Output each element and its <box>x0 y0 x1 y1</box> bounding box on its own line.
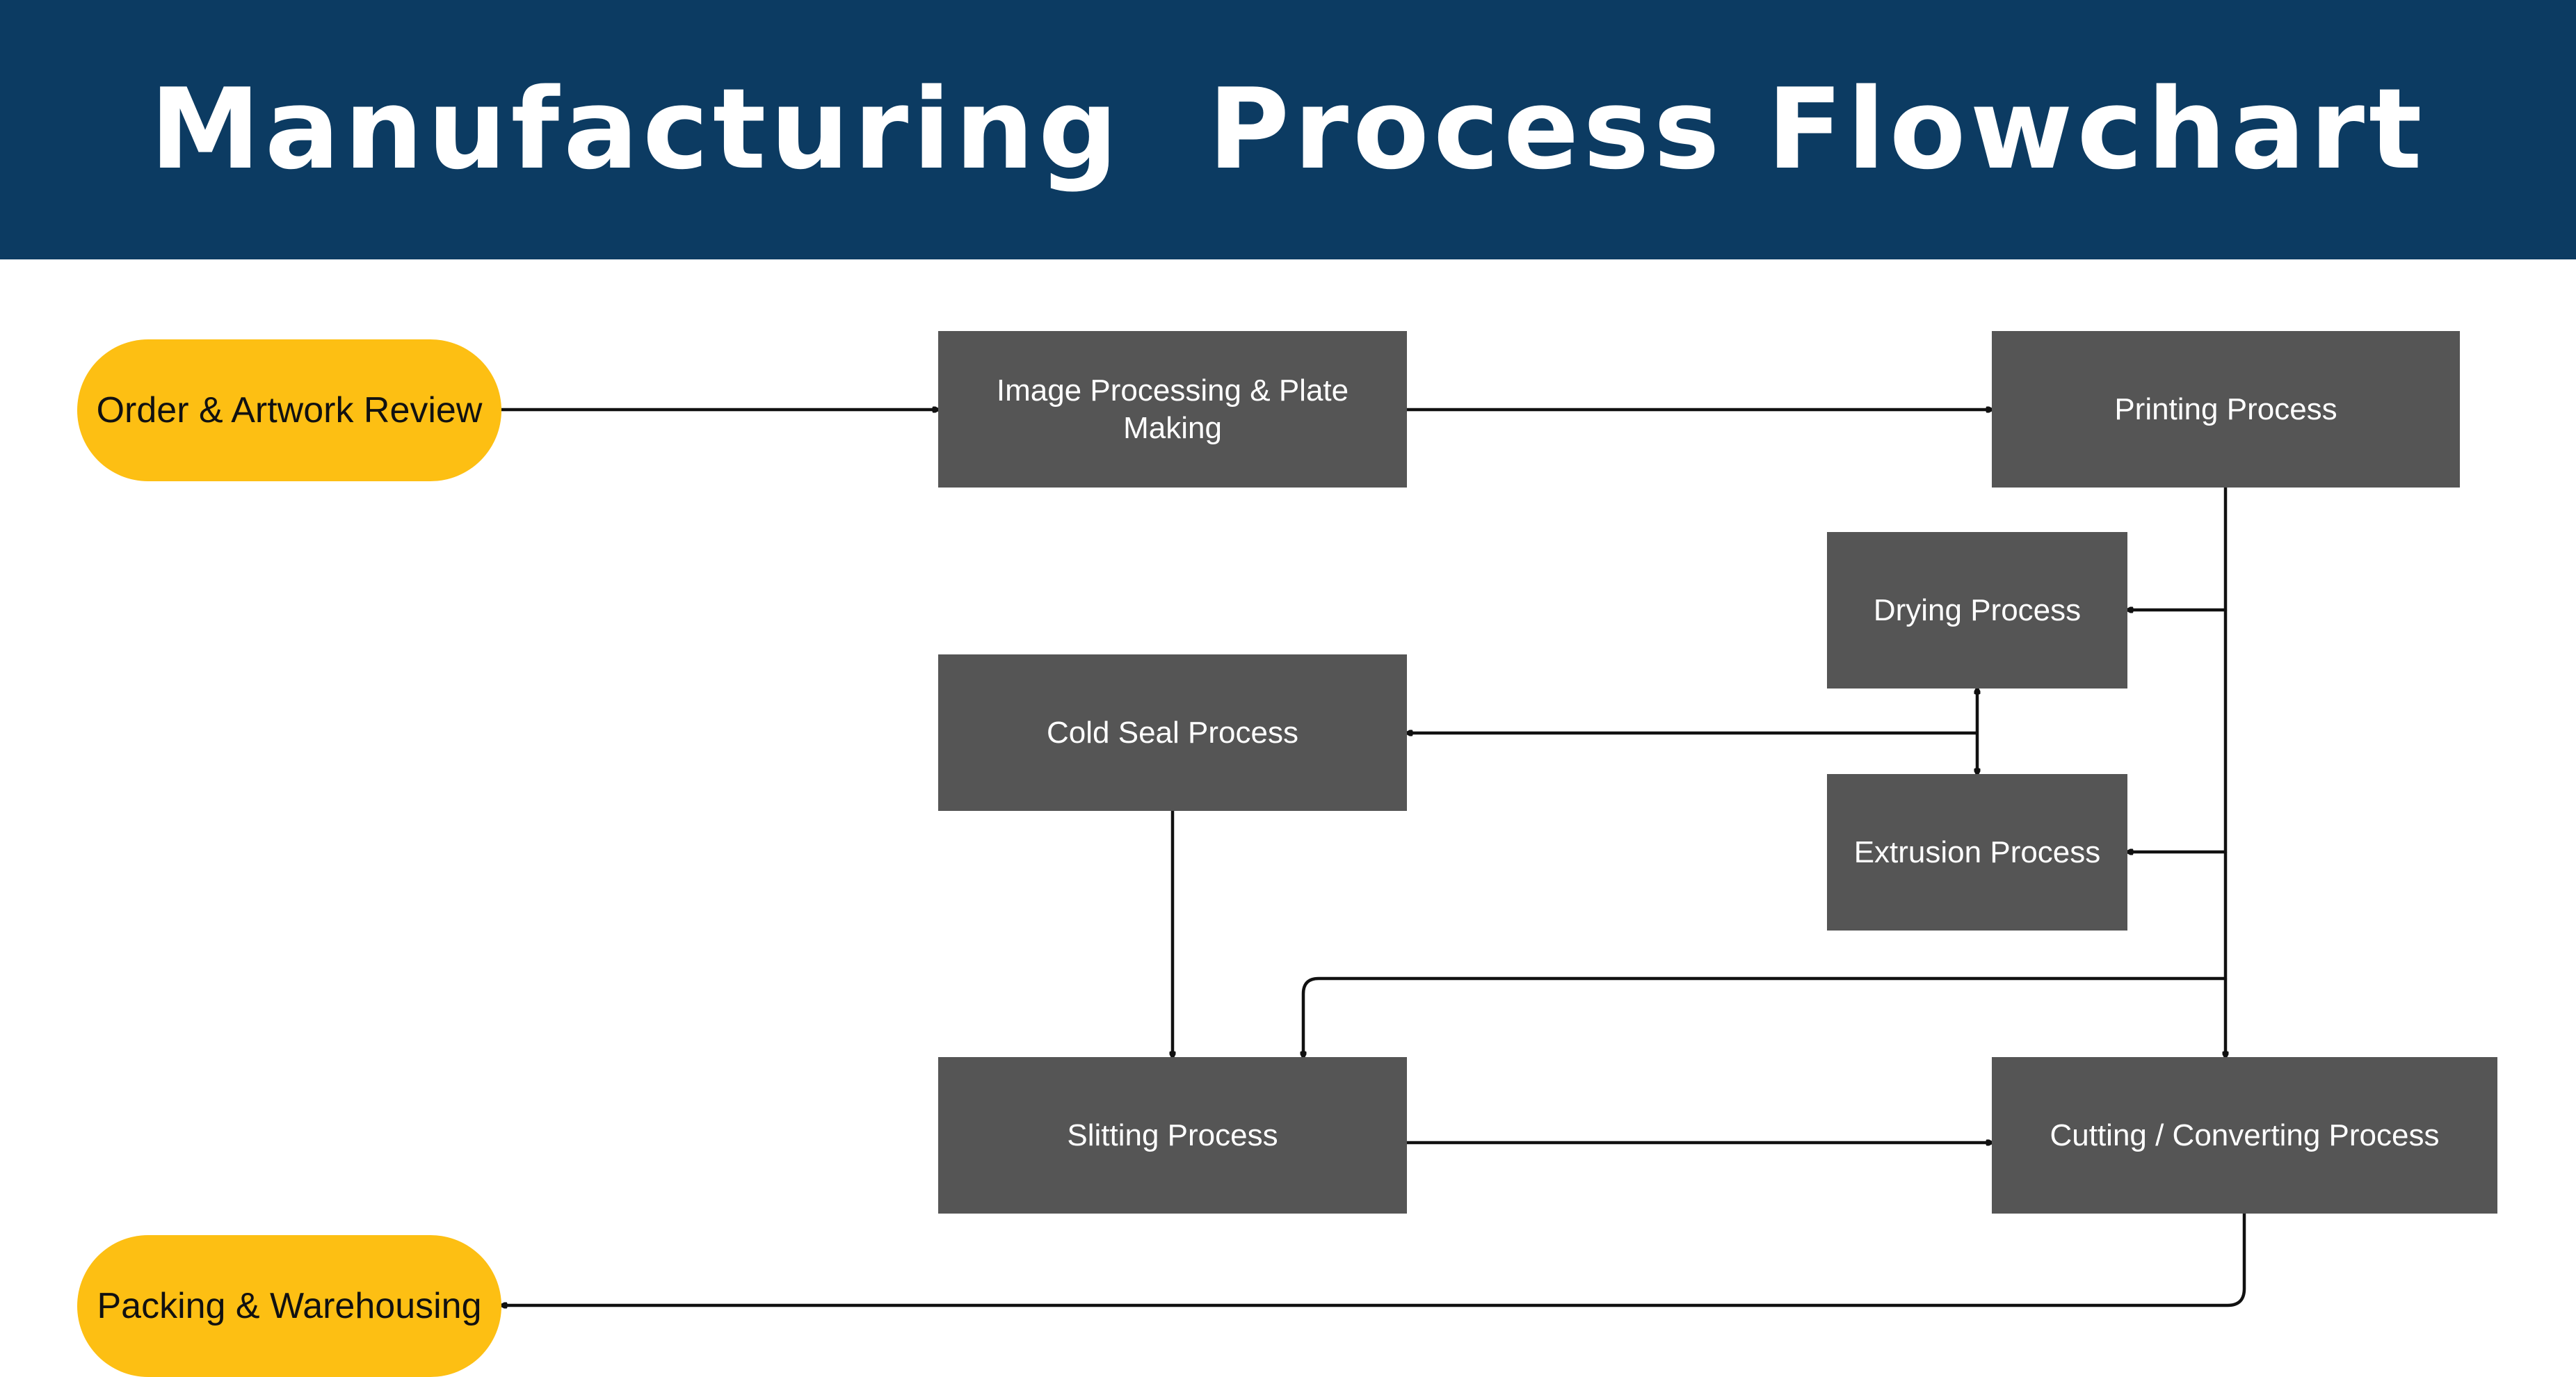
node-cutting-converting-process: Cutting / Converting Process <box>1992 1057 2497 1214</box>
node-cold-seal-process: Cold Seal Process <box>938 654 1407 811</box>
connector-printing-to-slitting <box>1303 852 2228 1057</box>
node-drying-process: Drying Process <box>1827 532 2127 688</box>
node-label: Extrusion Process <box>1853 835 2101 869</box>
connector-printing-to-drying <box>2127 488 2228 610</box>
connector-printing-to-extrusion <box>2127 610 2228 852</box>
node-label: Drying Process <box>1873 593 2082 627</box>
node-packing-warehousing: Packing & Warehousing <box>77 1235 501 1377</box>
node-label: Printing Process <box>2114 392 2337 426</box>
node-printing-process: Printing Process <box>1992 331 2460 488</box>
node-slitting-process: Slitting Process <box>938 1057 1407 1214</box>
connector-cutting-to-packing <box>501 1214 2246 1305</box>
page-title: Manufacturing Process Flowchart <box>150 63 2426 194</box>
node-label: Packing & Warehousing <box>97 1286 482 1326</box>
node-label: Image Processing & Plate Making <box>996 373 1349 445</box>
node-order-artwork-review: Order & Artwork Review <box>77 339 501 481</box>
node-label: Slitting Process <box>1067 1118 1278 1152</box>
node-extrusion-process: Extrusion Process <box>1827 774 2127 931</box>
node-label: Order & Artwork Review <box>96 390 483 430</box>
node-label: Cutting / Converting Process <box>2050 1118 2440 1152</box>
node-image-processing: Image Processing & Plate Making <box>938 331 1407 488</box>
node-label: Cold Seal Process <box>1047 715 1298 750</box>
header-banner: Manufacturing Process Flowchart <box>0 0 2576 259</box>
